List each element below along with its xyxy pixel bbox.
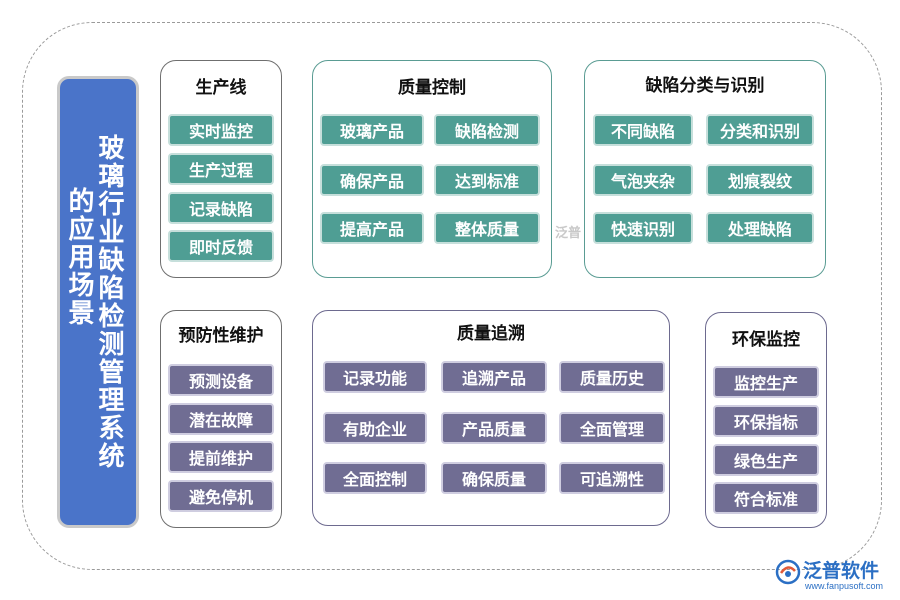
brand-logo: 泛普软件 www.fanpusoft.com xyxy=(775,556,895,596)
item-box: 记录功能 xyxy=(323,361,427,393)
group-preventive-maintenance: 预防性维护 预测设备 潜在故障 提前维护 避免停机 xyxy=(160,310,282,528)
item-box: 划痕裂纹 xyxy=(706,164,814,196)
item-box: 提前维护 xyxy=(168,441,274,473)
item-box: 分类和识别 xyxy=(706,114,814,146)
item-box: 预测设备 xyxy=(168,364,274,396)
item-box: 快速识别 xyxy=(593,212,693,244)
item-box: 记录缺陷 xyxy=(168,192,274,224)
item-box: 环保指标 xyxy=(713,405,819,437)
item-box: 处理缺陷 xyxy=(706,212,814,244)
group-production-line: 生产线 实时监控 生产过程 记录缺陷 即时反馈 xyxy=(160,60,282,278)
item-box: 全面控制 xyxy=(323,462,427,494)
item-box: 避免停机 xyxy=(168,480,274,512)
item-box: 即时反馈 xyxy=(168,230,274,262)
item-box: 绿色生产 xyxy=(713,444,819,476)
item-box: 缺陷检测 xyxy=(434,114,540,146)
item-box: 监控生产 xyxy=(713,366,819,398)
logo-name: 泛普软件 xyxy=(803,560,880,582)
title-line-1: 玻璃行业缺陷检测管理系统 xyxy=(94,134,124,470)
group-title: 环保监控 xyxy=(732,330,800,350)
item-box: 确保产品 xyxy=(320,164,424,196)
fanpu-logo-icon xyxy=(775,559,801,585)
group-quality-control: 质量控制 玻璃产品 缺陷检测 确保产品 达到标准 提高产品 整体质量 xyxy=(312,60,552,278)
group-title: 生产线 xyxy=(195,78,247,98)
item-box: 玻璃产品 xyxy=(320,114,424,146)
item-box: 质量历史 xyxy=(559,361,665,393)
item-box: 不同缺陷 xyxy=(593,114,693,146)
item-box: 气泡夹杂 xyxy=(593,164,693,196)
group-environmental-monitoring: 环保监控 监控生产 环保指标 绿色生产 符合标准 xyxy=(705,312,827,528)
item-box: 确保质量 xyxy=(441,462,547,494)
watermark: 泛普 xyxy=(555,226,582,241)
group-defect-classification: 缺陷分类与识别 不同缺陷 分类和识别 气泡夹杂 划痕裂纹 快速识别 处理缺陷 xyxy=(584,60,826,278)
item-box: 达到标准 xyxy=(434,164,540,196)
outer-dashed-frame xyxy=(22,22,882,570)
title-line-2: 的应用场景 xyxy=(64,187,94,328)
item-box: 全面管理 xyxy=(559,412,665,444)
item-box: 符合标准 xyxy=(713,482,819,514)
item-box: 追溯产品 xyxy=(441,361,547,393)
logo-url: www.fanpusoft.com xyxy=(805,581,884,591)
item-box: 整体质量 xyxy=(434,212,540,244)
item-box: 生产过程 xyxy=(168,153,274,185)
item-box: 潜在故障 xyxy=(168,403,274,435)
title-bar: 玻璃行业缺陷检测管理系统 的应用场景 xyxy=(57,76,139,528)
group-quality-traceability: 质量追溯 记录功能 追溯产品 质量历史 有助企业 产品质量 全面管理 全面控制 … xyxy=(312,310,670,526)
item-box: 提高产品 xyxy=(320,212,424,244)
item-box: 产品质量 xyxy=(441,412,547,444)
item-box: 可追溯性 xyxy=(559,462,665,494)
group-title: 缺陷分类与识别 xyxy=(645,76,765,96)
group-title: 质量控制 xyxy=(398,78,466,98)
group-title: 预防性维护 xyxy=(178,326,264,346)
item-box: 实时监控 xyxy=(168,114,274,146)
group-title: 质量追溯 xyxy=(457,324,525,344)
item-box: 有助企业 xyxy=(323,412,427,444)
